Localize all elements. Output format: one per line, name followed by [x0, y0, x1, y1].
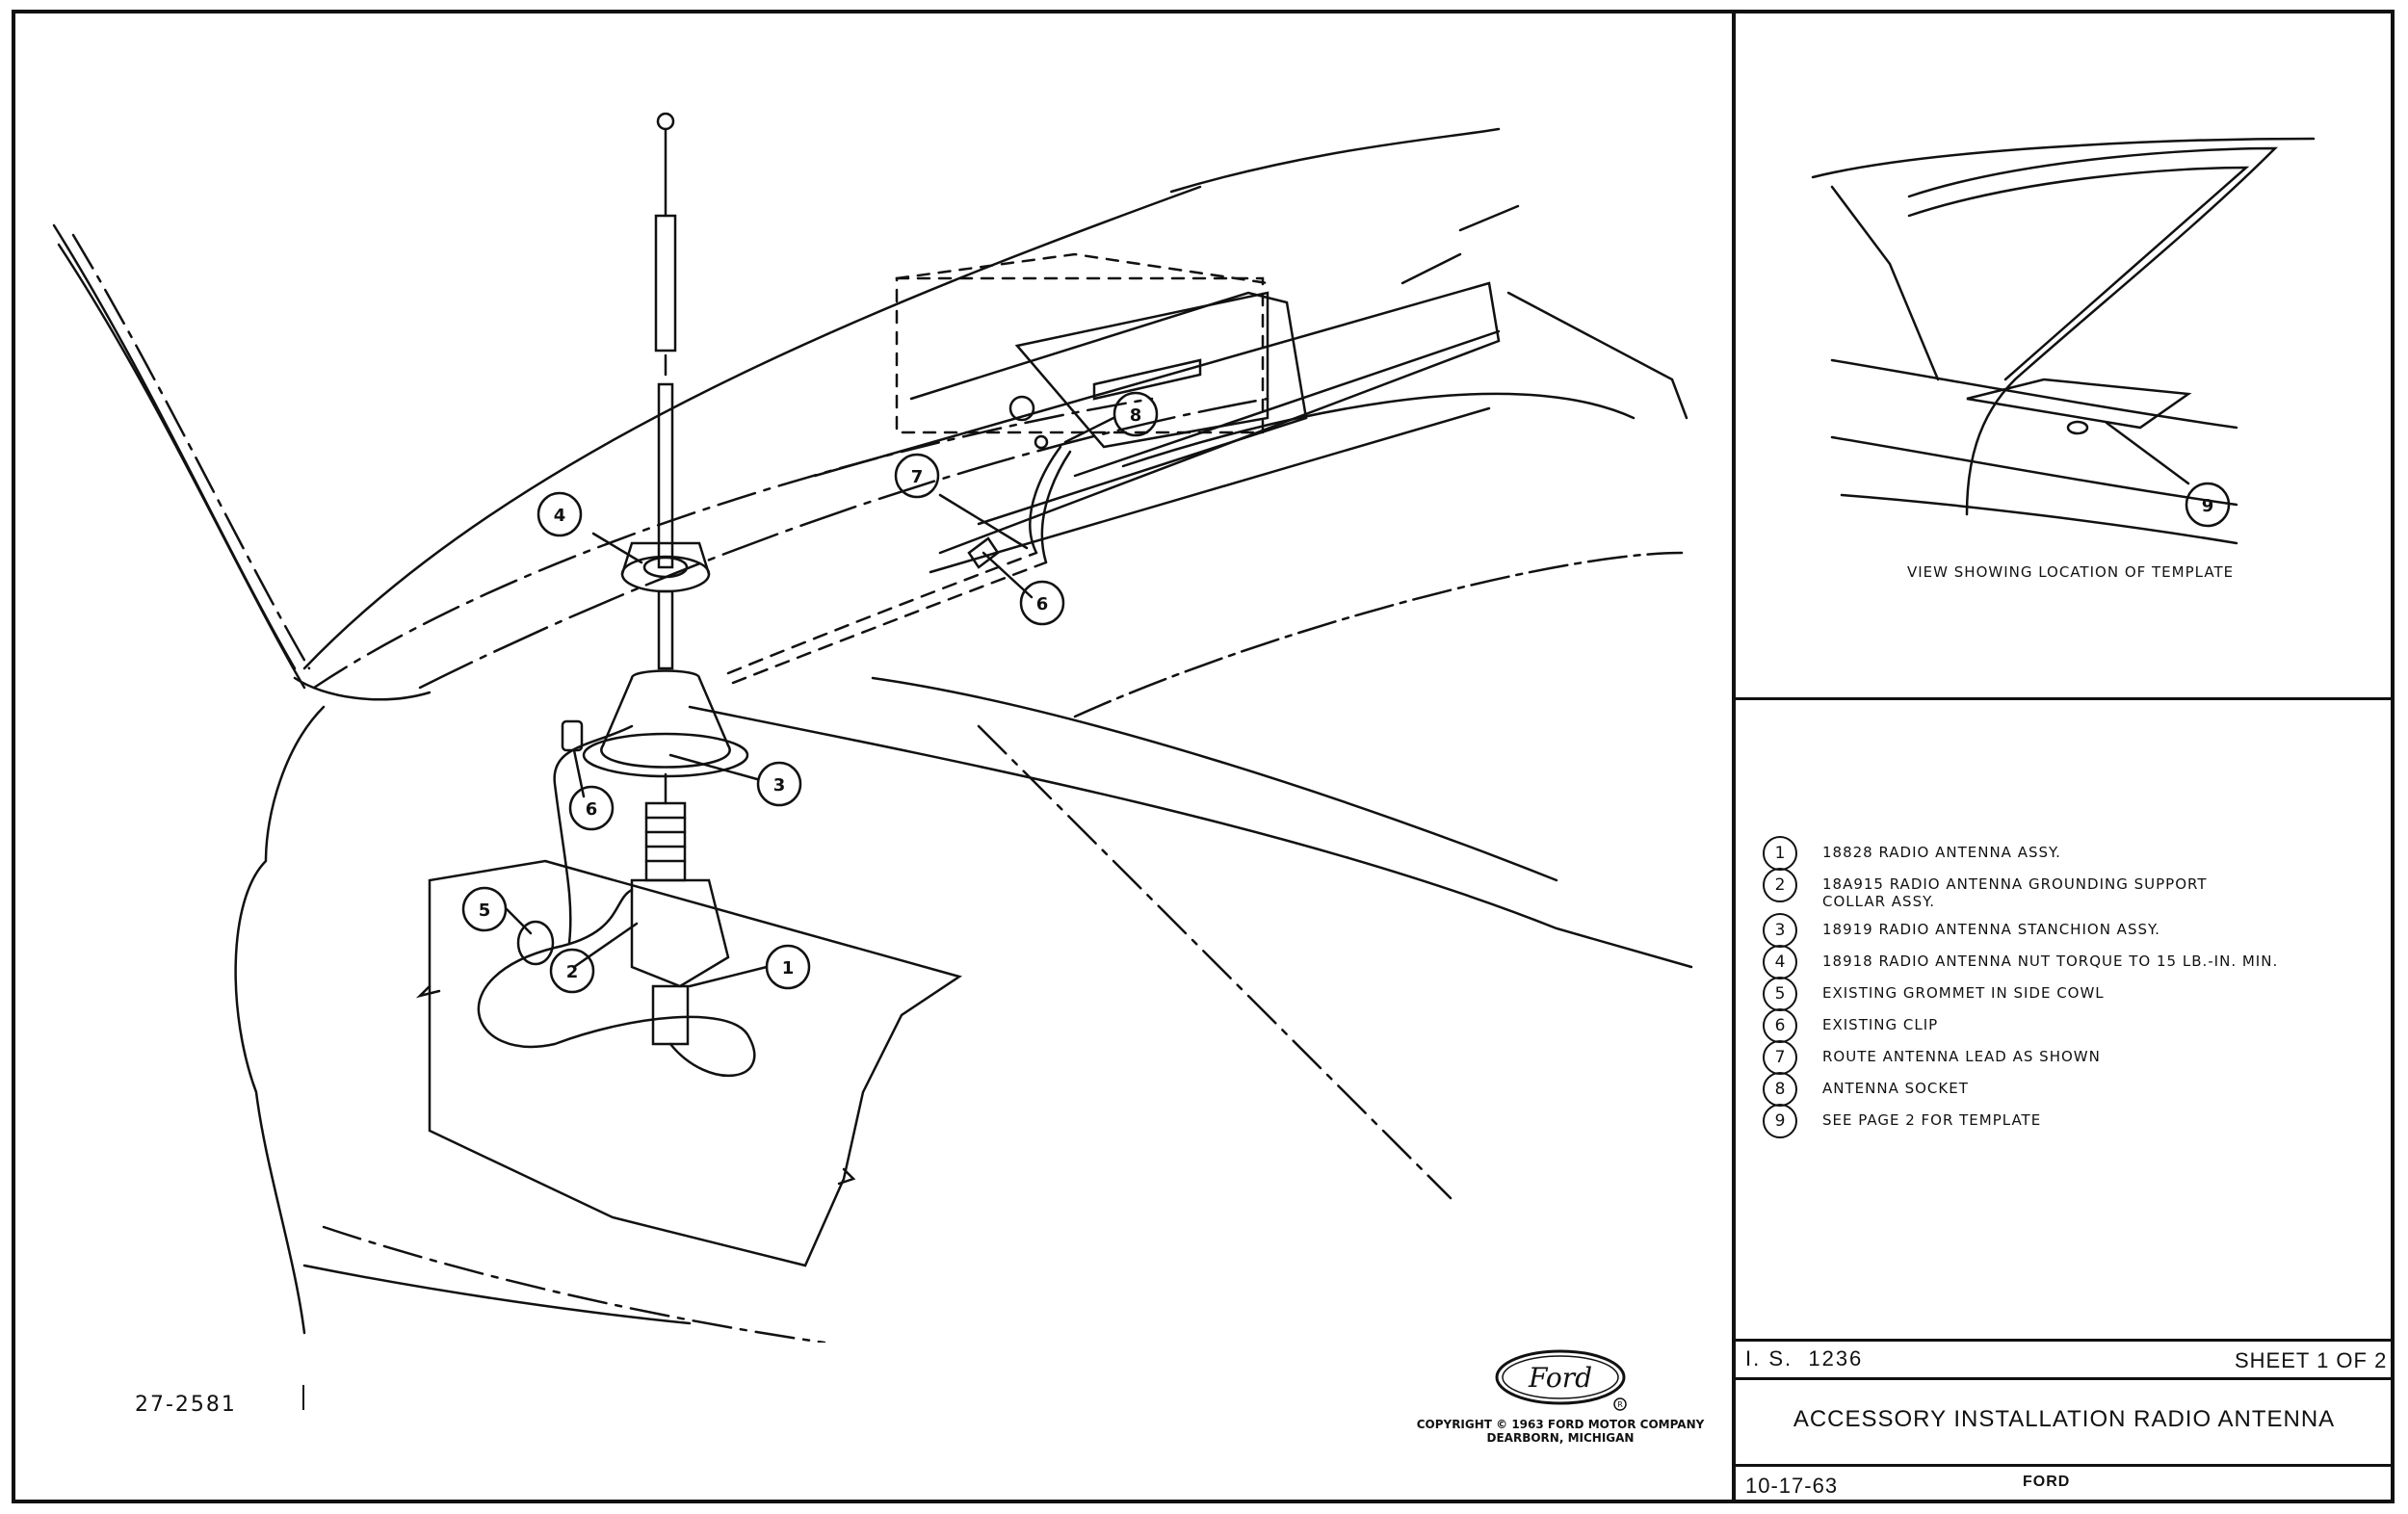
callout-7: 7 — [911, 467, 924, 487]
callout-3: 3 — [773, 775, 786, 796]
parts-legend: 1 18828 RADIO ANTENNA ASSY. 2 18A915 RAD… — [1763, 836, 2379, 1138]
title-block-top-rule — [1734, 1339, 2395, 1342]
legend-text: ANTENNA SOCKET — [1822, 1080, 1969, 1097]
instruction-sheet-number: I. S. 1236 — [1745, 1346, 1864, 1370]
inset-callout-9: 9 — [2202, 496, 2214, 516]
legend-item: 8 ANTENNA SOCKET — [1763, 1072, 2379, 1107]
legend-text: 18919 RADIO ANTENNA STANCHION ASSY. — [1822, 921, 2160, 938]
legend-text: 18918 RADIO ANTENNA NUT TORQUE TO 15 LB.… — [1822, 953, 2279, 970]
title-block-rule-3 — [1734, 1464, 2395, 1467]
panel-divider — [1732, 10, 1736, 1503]
callout-4: 4 — [554, 506, 566, 526]
legend-item: 1 18828 RADIO ANTENNA ASSY. — [1763, 836, 2379, 871]
legend-text: ROUTE ANTENNA LEAD AS SHOWN — [1822, 1048, 2101, 1065]
callout-1: 1 — [782, 958, 795, 979]
copyright-line-2: DEARBORN, MICHIGAN — [1486, 1431, 1635, 1445]
legend-text: 18828 RADIO ANTENNA ASSY. — [1822, 844, 2061, 861]
legend-item: 9 SEE PAGE 2 FOR TEMPLATE — [1763, 1104, 2379, 1138]
revision-date: 10-17-63 — [1745, 1474, 1839, 1498]
legend-item: 3 18919 RADIO ANTENNA STANCHION ASSY. — [1763, 913, 2379, 948]
legend-item: 4 18918 RADIO ANTENNA NUT TORQUE TO 15 L… — [1763, 945, 2379, 979]
inset-divider — [1734, 697, 2395, 700]
sheet-title: ACCESSORY INSTALLATION RADIO ANTENNA — [1793, 1406, 2336, 1432]
legend-number: 6 — [1763, 1008, 1797, 1043]
legend-item: 7 ROUTE ANTENNA LEAD AS SHOWN — [1763, 1040, 2379, 1075]
legend-text: EXISTING CLIP — [1822, 1016, 1939, 1033]
document-number: 27-2581 — [135, 1393, 237, 1417]
svg-text:Ford: Ford — [1528, 1362, 1592, 1394]
legend-item: 5 EXISTING GROMMET IN SIDE COWL — [1763, 977, 2379, 1011]
sheet-number: SHEET 1 OF 2 — [2235, 1348, 2388, 1372]
legend-number: 7 — [1763, 1040, 1797, 1075]
callout-5: 5 — [479, 901, 491, 921]
template-location-inset: 9 — [1811, 137, 2316, 545]
legend-number: 8 — [1763, 1072, 1797, 1107]
legend-text: EXISTING GROMMET IN SIDE COWL — [1822, 984, 2105, 1002]
legend-number: 3 — [1763, 913, 1797, 948]
antenna-installation-illustration: 4 3 6 6 7 8 5 2 1 — [52, 112, 1693, 1343]
ford-logo: Ford R — [1495, 1349, 1627, 1411]
legend-item: 2 18A915 RADIO ANTENNA GROUNDING SUPPORT… — [1763, 868, 2379, 913]
legend-text: 18A915 RADIO ANTENNA GROUNDING SUPPORT C… — [1822, 875, 2208, 910]
legend-number: 2 — [1763, 868, 1797, 902]
callout-8: 8 — [1130, 405, 1142, 426]
callout-6-upper: 6 — [1036, 594, 1049, 614]
callout-circles — [461, 391, 1159, 994]
legend-text: SEE PAGE 2 FOR TEMPLATE — [1822, 1111, 2042, 1129]
copyright-notice: COPYRIGHT © 1963 FORD MOTOR COMPANY DEAR… — [1406, 1418, 1714, 1445]
title-block-rule-2 — [1734, 1377, 2395, 1380]
callout-2: 2 — [566, 962, 579, 982]
inset-caption: VIEW SHOWING LOCATION OF TEMPLATE — [1907, 563, 2235, 581]
callout-6-lower: 6 — [586, 799, 598, 820]
svg-text:R: R — [1617, 1400, 1623, 1409]
tick-mark — [302, 1385, 304, 1410]
legend-number: 1 — [1763, 836, 1797, 871]
legend-number: 5 — [1763, 977, 1797, 1011]
brand-mark: FORD — [2023, 1474, 2071, 1490]
legend-number: 4 — [1763, 945, 1797, 979]
legend-number: 9 — [1763, 1104, 1797, 1138]
drawing-frame — [12, 10, 2395, 1503]
copyright-line-1: COPYRIGHT © 1963 FORD MOTOR COMPANY — [1416, 1418, 1705, 1431]
legend-item: 6 EXISTING CLIP — [1763, 1008, 2379, 1043]
